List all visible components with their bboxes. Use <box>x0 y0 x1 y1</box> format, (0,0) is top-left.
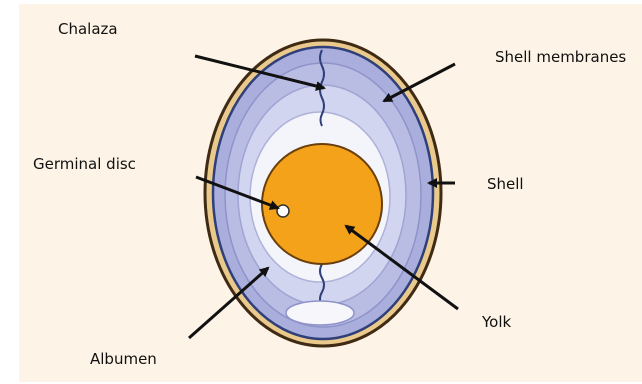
yolk <box>262 144 382 264</box>
label-shell-membranes: Shell membranes <box>495 48 626 66</box>
label-albumen: Albumen <box>90 350 157 368</box>
germinal-disc <box>277 205 289 217</box>
air-cell <box>286 301 354 325</box>
label-shell: Shell <box>487 175 524 193</box>
label-yolk: Yolk <box>482 313 511 331</box>
label-chalaza: Chalaza <box>58 20 118 38</box>
label-germinal-disc: Germinal disc <box>33 155 136 173</box>
